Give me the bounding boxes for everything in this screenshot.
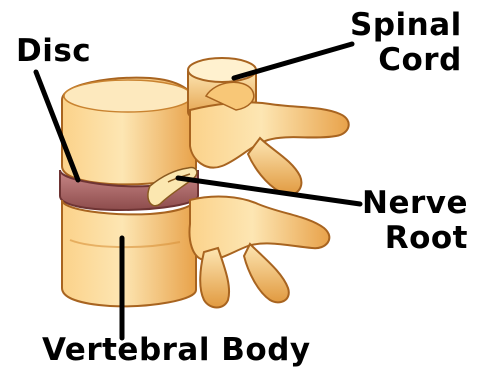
upper-vertebral-body: [62, 78, 196, 185]
spinal-cord-label-line2: Cord: [350, 45, 462, 76]
nerve-root-label-line2: Root: [362, 223, 468, 254]
vertebral-body-label: Vertebral Body: [42, 335, 311, 366]
nerve-root-label-line1: Nerve: [362, 188, 468, 219]
disc-label: Disc: [16, 36, 91, 67]
upper-processes: [190, 82, 349, 195]
spinal-cord-label-line1: Spinal: [350, 10, 462, 41]
spinal-cord-label: Spinal Cord: [350, 10, 462, 76]
lower-vertebral-body: [62, 198, 196, 306]
nerve-root-label: Nerve Root: [362, 188, 468, 254]
lower-processes: [190, 197, 330, 308]
spinal-cord-leader-line: [234, 44, 352, 78]
